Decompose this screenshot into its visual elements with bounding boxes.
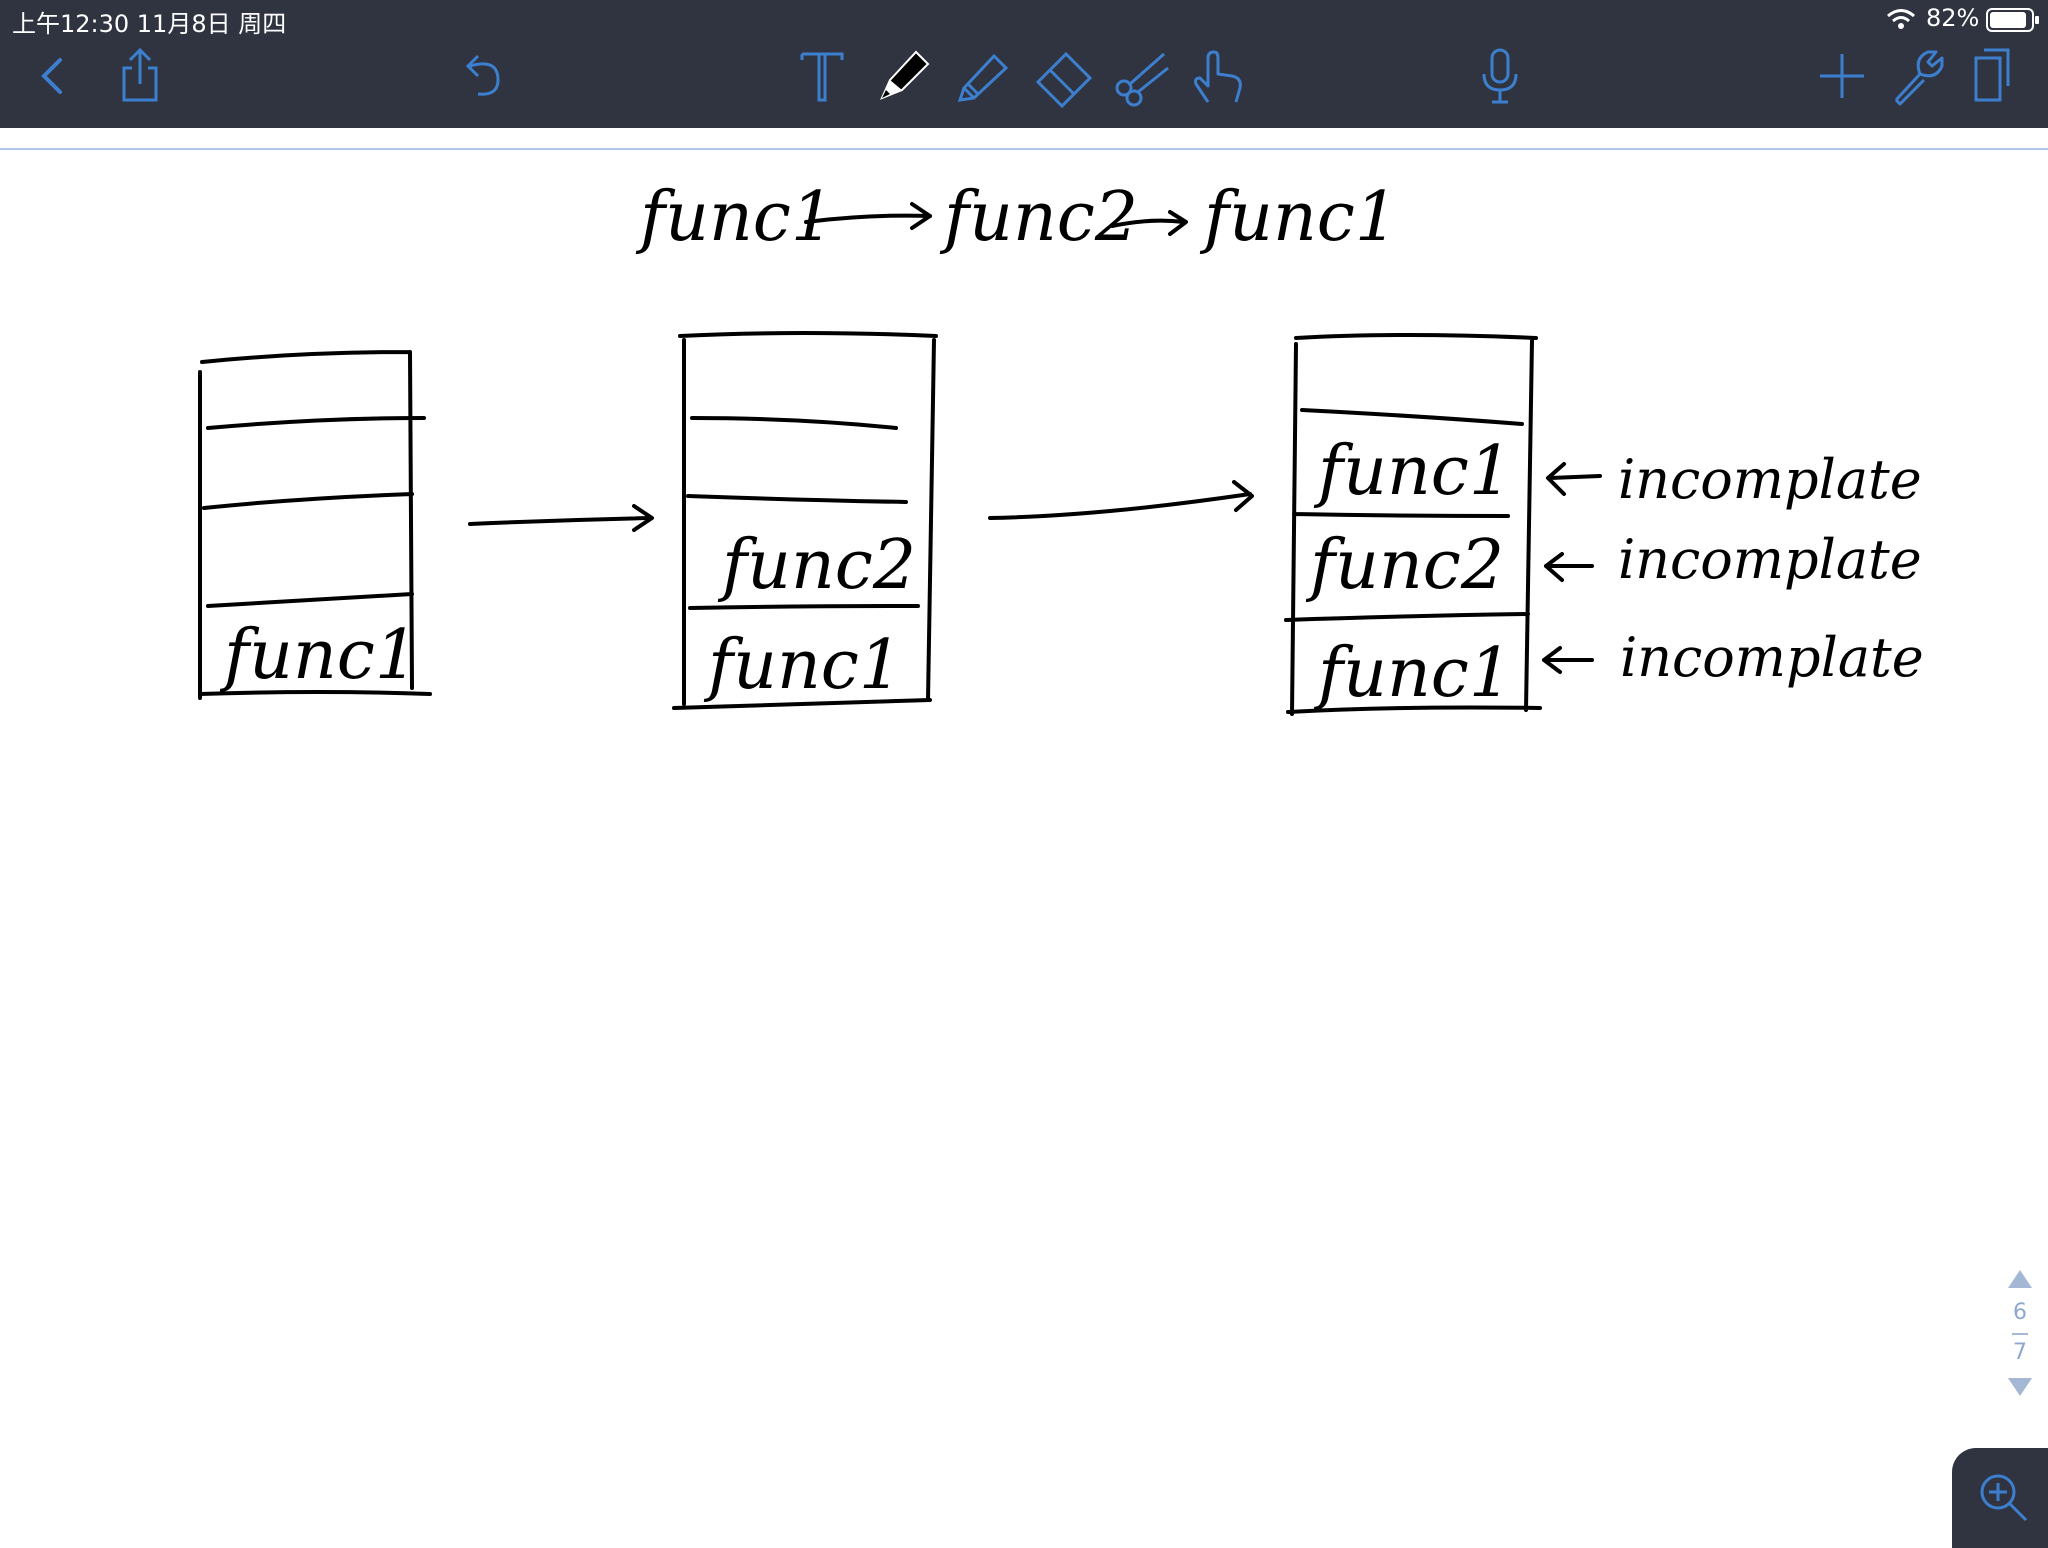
highlighter-tool-button[interactable] xyxy=(950,44,1014,108)
stack-2-frame-2: func1 xyxy=(703,626,902,705)
add-icon xyxy=(1820,54,1864,98)
annotation-arrow-3 xyxy=(1542,646,1594,674)
triangle-up-icon xyxy=(2008,1270,2032,1288)
stack-arrow-1 xyxy=(468,504,654,532)
back-icon xyxy=(41,58,62,94)
eraser-icon xyxy=(1035,51,1093,108)
sequence-item-3: func1 xyxy=(1199,178,1398,257)
annotation-arrow-1 xyxy=(1546,462,1602,496)
zoom-in-icon xyxy=(1980,1474,2028,1522)
text-tool-icon xyxy=(800,52,844,102)
total-pages-number: 7 xyxy=(2013,1340,2027,1365)
sequence-item-1: func1 xyxy=(635,178,834,257)
eraser-tool-button[interactable] xyxy=(1032,44,1096,108)
zoom-button[interactable] xyxy=(1952,1448,2048,1548)
settings-button[interactable] xyxy=(1886,44,1950,108)
previous-page-button[interactable] xyxy=(2006,1268,2032,1295)
stack-2: func2 func1 xyxy=(672,331,938,710)
record-audio-button[interactable] xyxy=(1468,44,1532,108)
scissors-icon xyxy=(1115,52,1169,107)
pages-button[interactable] xyxy=(1962,44,2026,108)
share-button[interactable] xyxy=(108,44,172,108)
share-icon xyxy=(122,47,158,102)
battery-icon xyxy=(1986,8,2040,37)
annotation-2: incomplate xyxy=(1618,528,1922,591)
pen-tool-icon xyxy=(880,50,930,100)
annotation-3: incomplate xyxy=(1620,626,1924,689)
annotation-arrow-2 xyxy=(1544,552,1594,582)
add-button[interactable] xyxy=(1810,44,1874,108)
highlighter-icon xyxy=(957,53,1009,102)
stack-2-frame-1: func2 xyxy=(717,526,916,605)
battery-percent: 82% xyxy=(1926,4,1980,32)
page-number-divider xyxy=(2012,1333,2028,1335)
top-toolbar: 上午12:30 11月8日 周四 82% xyxy=(0,0,2048,128)
microphone-icon xyxy=(1482,48,1518,104)
current-page-number: 6 xyxy=(2013,1300,2027,1325)
hand-pointer-icon xyxy=(1194,50,1242,103)
hand-tool-button[interactable] xyxy=(1188,44,1252,108)
undo-icon xyxy=(465,54,500,96)
back-button[interactable] xyxy=(22,44,86,108)
stack-3-frame-3: func1 xyxy=(1313,634,1512,713)
wrench-icon xyxy=(1894,50,1944,106)
annotation-1: incomplate xyxy=(1618,448,1922,511)
stack-3-frame-1: func1 xyxy=(1313,432,1512,511)
status-time-date: 上午12:30 11月8日 周四 xyxy=(12,10,287,38)
stack-1-frame-1: func1 xyxy=(219,616,418,695)
triangle-down-icon xyxy=(2008,1378,2032,1396)
undo-button[interactable] xyxy=(450,44,514,108)
pen-tool-button[interactable] xyxy=(868,44,932,108)
page-top-rule xyxy=(0,148,2048,150)
wifi-icon xyxy=(1886,8,1916,35)
pages-icon xyxy=(1974,48,2010,102)
handwriting-canvas[interactable]: func1 func2 func1 func1 func2 func1 func… xyxy=(0,150,2048,1530)
stack-3: func1 func2 func1 xyxy=(1284,333,1542,716)
next-page-button[interactable] xyxy=(2006,1376,2032,1403)
sequence-arrow-2 xyxy=(1110,210,1188,236)
text-tool-button[interactable] xyxy=(790,44,854,108)
sequence-item-2: func2 xyxy=(939,178,1138,257)
stack-3-frame-2: func2 xyxy=(1305,526,1504,605)
stack-arrow-2 xyxy=(988,480,1254,520)
scissors-tool-button[interactable] xyxy=(1110,44,1174,108)
stack-1: func1 xyxy=(198,350,432,700)
sequence-arrow-1 xyxy=(804,202,932,230)
